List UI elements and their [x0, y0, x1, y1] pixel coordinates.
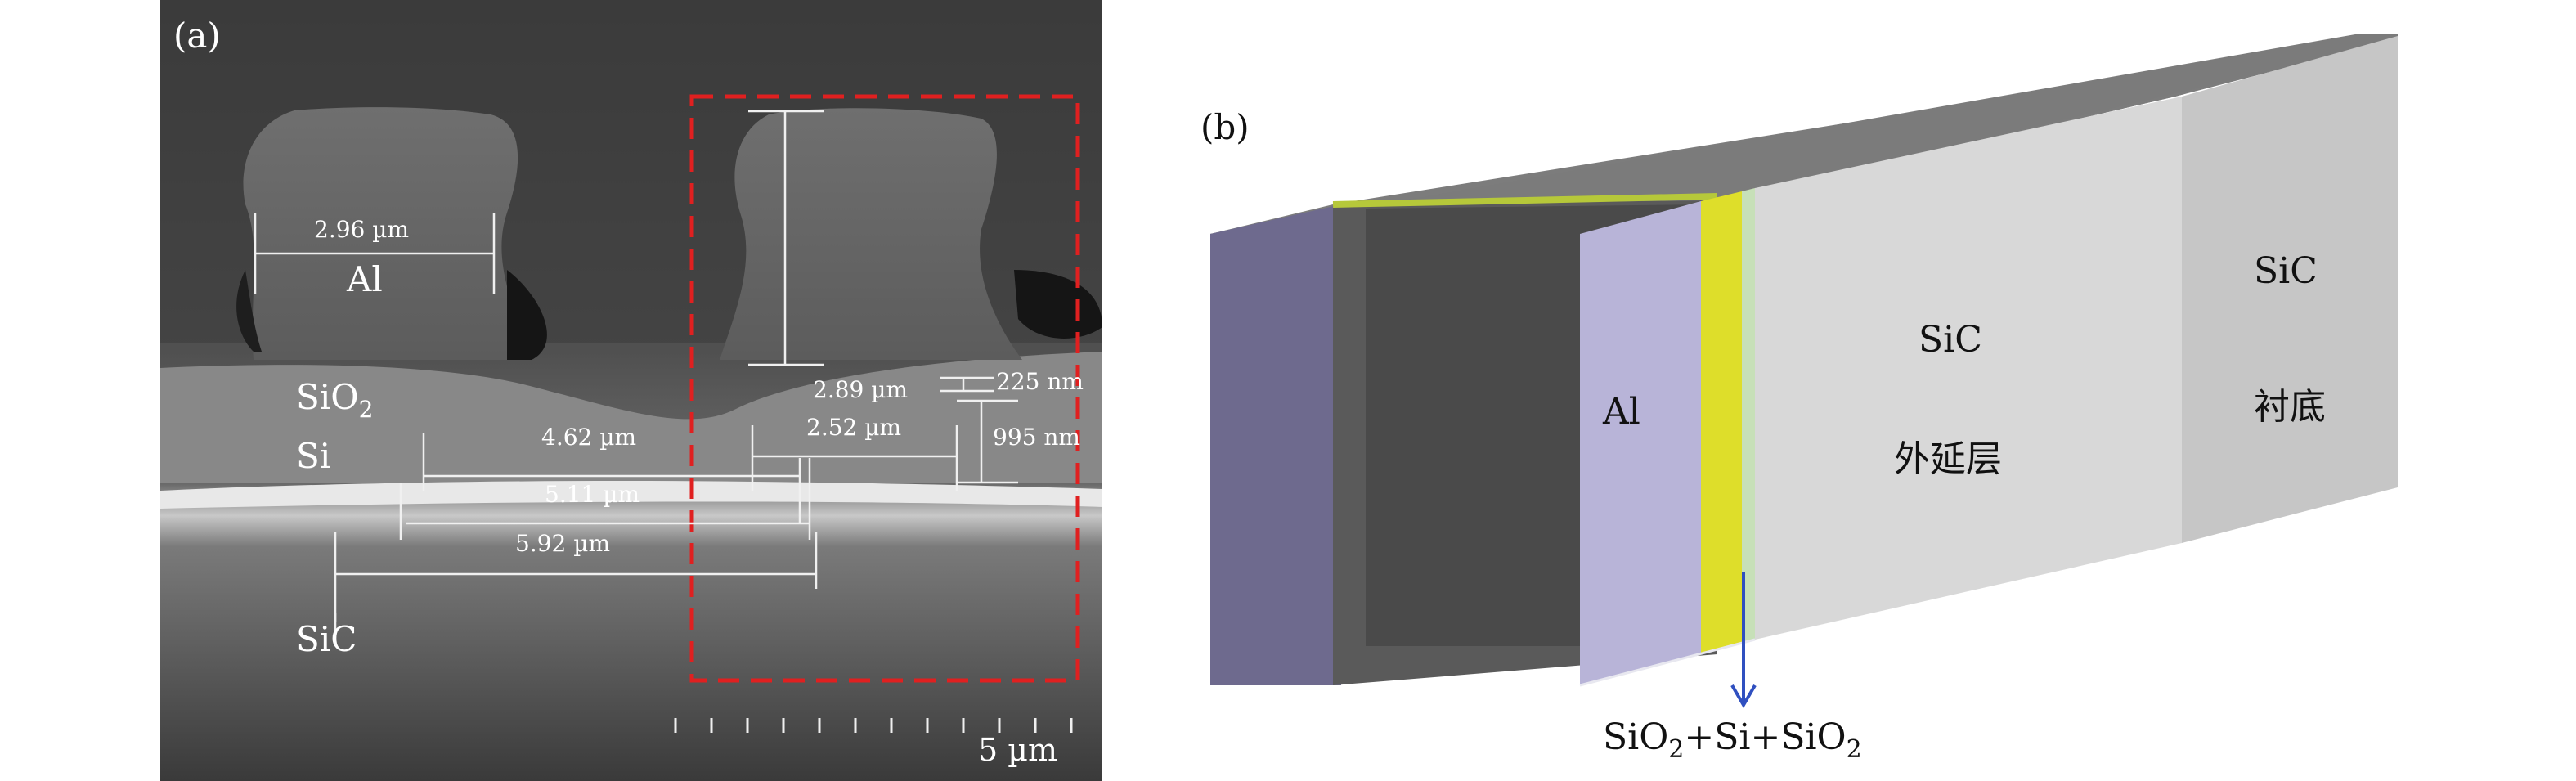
- al-bump-left: [243, 107, 532, 360]
- void-left-2: [236, 270, 262, 352]
- panel-b: (b) Al SiC 外延层 SiC 衬底: [1200, 34, 2398, 764]
- stack-label: SiO2+Si+SiO2: [1603, 716, 1862, 764]
- al-bump-right: [720, 108, 1022, 360]
- panel-b-tag: (b): [1200, 107, 1250, 147]
- measurement-lines: [254, 110, 1018, 631]
- label-al-sem: Al: [346, 259, 383, 299]
- top-face-wide: [1210, 34, 2398, 234]
- measure-m7: 5.92 µm: [515, 530, 610, 557]
- measure-m1: 2.89 µm: [813, 376, 908, 403]
- measure-m3: 4.62 µm: [541, 424, 636, 451]
- substrate-face: [2182, 36, 2398, 543]
- label-sub-line2: 衬底: [2254, 386, 2326, 428]
- stack-arrow: [1730, 572, 1757, 708]
- measure-m4: 2.52 µm: [806, 414, 901, 441]
- measure-m5: 995 nm: [993, 424, 1080, 451]
- label-epi-line2: 外延层: [1894, 438, 2002, 480]
- panel-a: (a) 2.96 µm Al SiO2 Si SiC 2.89 µm 225 n…: [160, 0, 1102, 781]
- label-sic-sem: SiC: [296, 619, 357, 659]
- region-dashed-box: [689, 94, 1080, 683]
- measure-m6: 5.11 µm: [545, 481, 640, 508]
- sio2-si-layer: [160, 352, 1102, 483]
- label-epi-line1: SiC: [1919, 319, 1982, 361]
- label-sub-line1: SiC: [2254, 250, 2318, 292]
- measure-m2: 225 nm: [996, 368, 1084, 395]
- bottom-edge: [1579, 638, 1756, 687]
- yellow-top-edge: [1332, 193, 1718, 208]
- measure-al-width: 2.96 µm: [314, 216, 409, 243]
- void-left: [507, 270, 547, 360]
- epi-layer-face: [1755, 97, 2182, 640]
- al-front-face: [1580, 201, 1701, 685]
- label-sio2-sem: SiO2: [296, 377, 373, 423]
- label-si-sem: Si: [296, 436, 330, 476]
- panel-a-tag: (a): [173, 16, 221, 56]
- thin-layer-edge: [1742, 188, 1755, 643]
- scale-bar-label: 5 µm: [978, 732, 1057, 768]
- sic-surface-line: [160, 481, 1102, 509]
- scale-bar-ticks: [674, 718, 1073, 733]
- void-right: [1014, 270, 1102, 339]
- al-side-face: [1210, 204, 1341, 685]
- label-al-3d: Al: [1602, 391, 1640, 433]
- yellow-layer: [1701, 191, 1742, 654]
